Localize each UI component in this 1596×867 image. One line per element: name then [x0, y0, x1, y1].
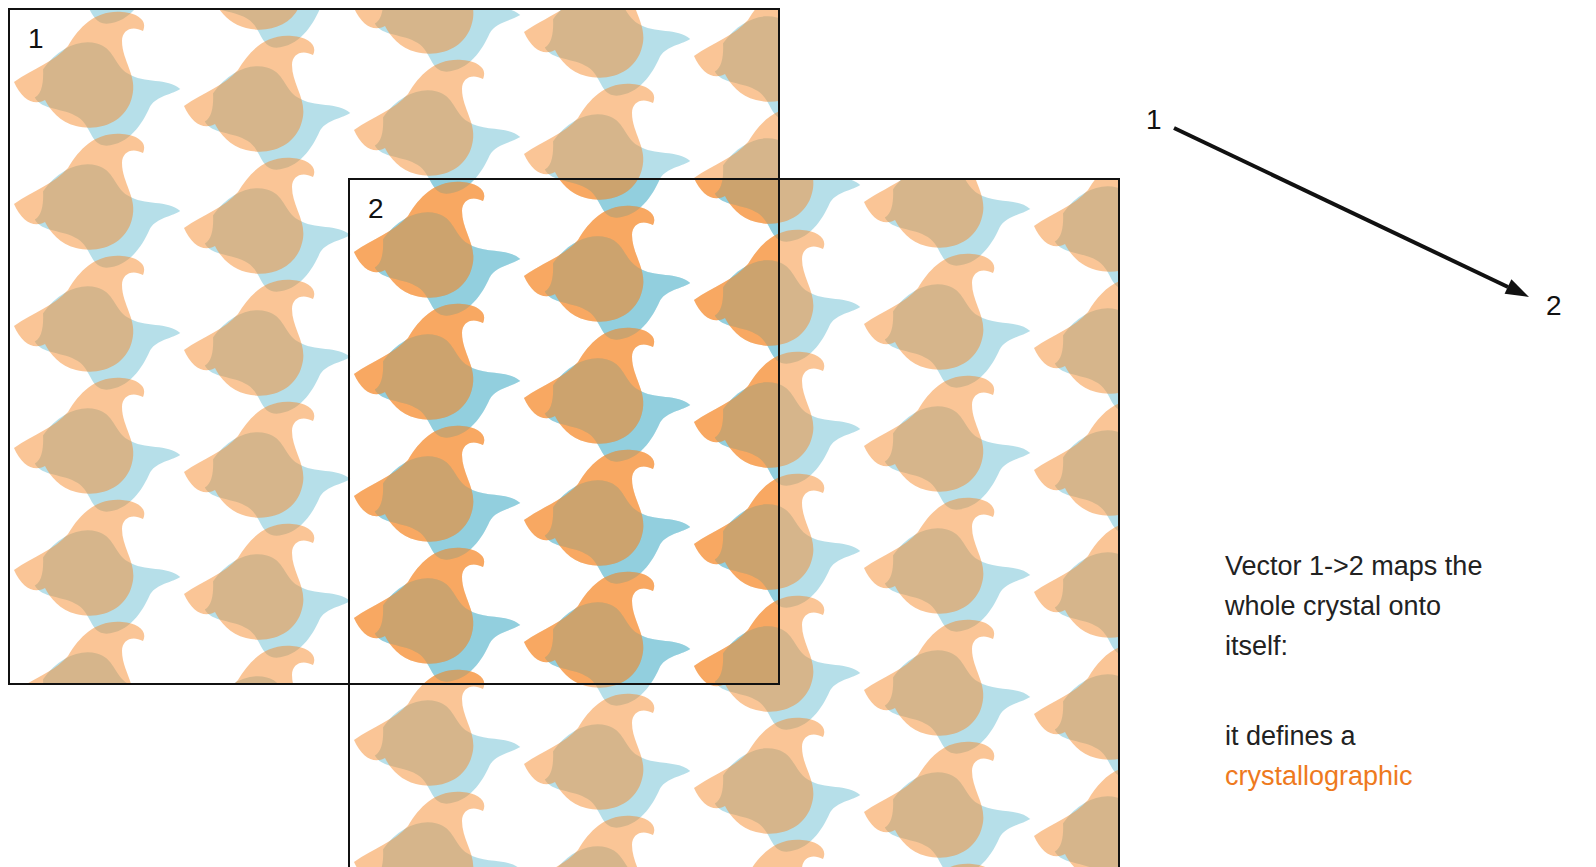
orange-motif [184, 280, 314, 396]
orange-motif [694, 474, 780, 590]
orange-motif [694, 352, 824, 468]
orange-motif [1034, 400, 1120, 516]
orange-motif [354, 60, 484, 176]
orange-motif [524, 450, 654, 566]
orange-motif [14, 500, 144, 616]
orange-motif [524, 328, 654, 444]
orange-motif [524, 572, 654, 688]
orange-motif [14, 622, 144, 685]
orange-motif [184, 8, 314, 30]
orange-motif [1034, 766, 1120, 867]
orange-motif [864, 254, 994, 370]
orange-motif [864, 620, 994, 736]
orange-motif [354, 426, 484, 542]
orange-motif [14, 256, 144, 372]
orange-motif [1034, 522, 1120, 638]
orange-motif [524, 450, 654, 566]
orange-motif [864, 864, 994, 867]
orange-motif [864, 498, 994, 614]
orange-motif [354, 670, 484, 786]
caption-text: it defines a [1225, 716, 1356, 756]
orange-motif [524, 206, 654, 322]
caption-text: Vector 1->2 maps the whole crystal onto … [1225, 546, 1487, 666]
orange-motif [524, 8, 654, 78]
orange-motif [184, 158, 314, 274]
crystal-tiling [8, 8, 780, 685]
orange-motif [354, 548, 484, 664]
orange-motif [694, 596, 780, 685]
orange-motif [14, 378, 144, 494]
orange-motif [524, 816, 654, 867]
orange-motif [354, 792, 484, 867]
unit-cell-frame: 1 [8, 8, 780, 685]
orange-motif [524, 572, 654, 685]
orange-motif [694, 178, 824, 224]
orange-motif [524, 328, 654, 444]
orange-motif [354, 426, 484, 542]
orange-motif [864, 742, 994, 858]
orange-motif [1034, 644, 1120, 760]
orange-motif [354, 670, 484, 685]
crystal-tiling [348, 178, 1120, 867]
orange-motif [354, 304, 484, 420]
unit-cell-frame: 2 [348, 178, 1120, 867]
orange-motif [864, 376, 994, 492]
orange-motif [184, 36, 314, 152]
orange-motif [694, 840, 824, 867]
orange-motif [1034, 278, 1120, 394]
orange-motif [864, 178, 994, 248]
point-label: 2 [1546, 286, 1562, 326]
orange-motif [694, 230, 824, 346]
arrow-shaft [1174, 128, 1508, 287]
orange-motif [694, 718, 824, 834]
orange-motif [524, 206, 654, 322]
orange-motif [354, 8, 484, 54]
orange-motif [694, 108, 780, 224]
orange-motif [354, 304, 484, 420]
orange-motif [184, 524, 314, 640]
orange-motif [694, 230, 780, 346]
orange-motif [694, 474, 824, 590]
orange-motif [524, 178, 654, 200]
frame-number: 2 [368, 194, 1118, 225]
arrow-head [1505, 279, 1529, 297]
orange-motif [694, 596, 824, 712]
orange-motif [14, 134, 144, 250]
orange-motif [1034, 178, 1120, 272]
orange-motif [694, 352, 780, 468]
orange-motif [354, 548, 484, 664]
caption-text: crystallographic [1225, 756, 1413, 796]
frame-number: 1 [28, 24, 778, 55]
orange-motif [524, 84, 654, 200]
orange-motif [524, 694, 654, 810]
point-label: 1 [1146, 100, 1162, 140]
orange-motif [694, 8, 780, 102]
orange-motif [184, 646, 314, 685]
orange-motif [184, 402, 314, 518]
